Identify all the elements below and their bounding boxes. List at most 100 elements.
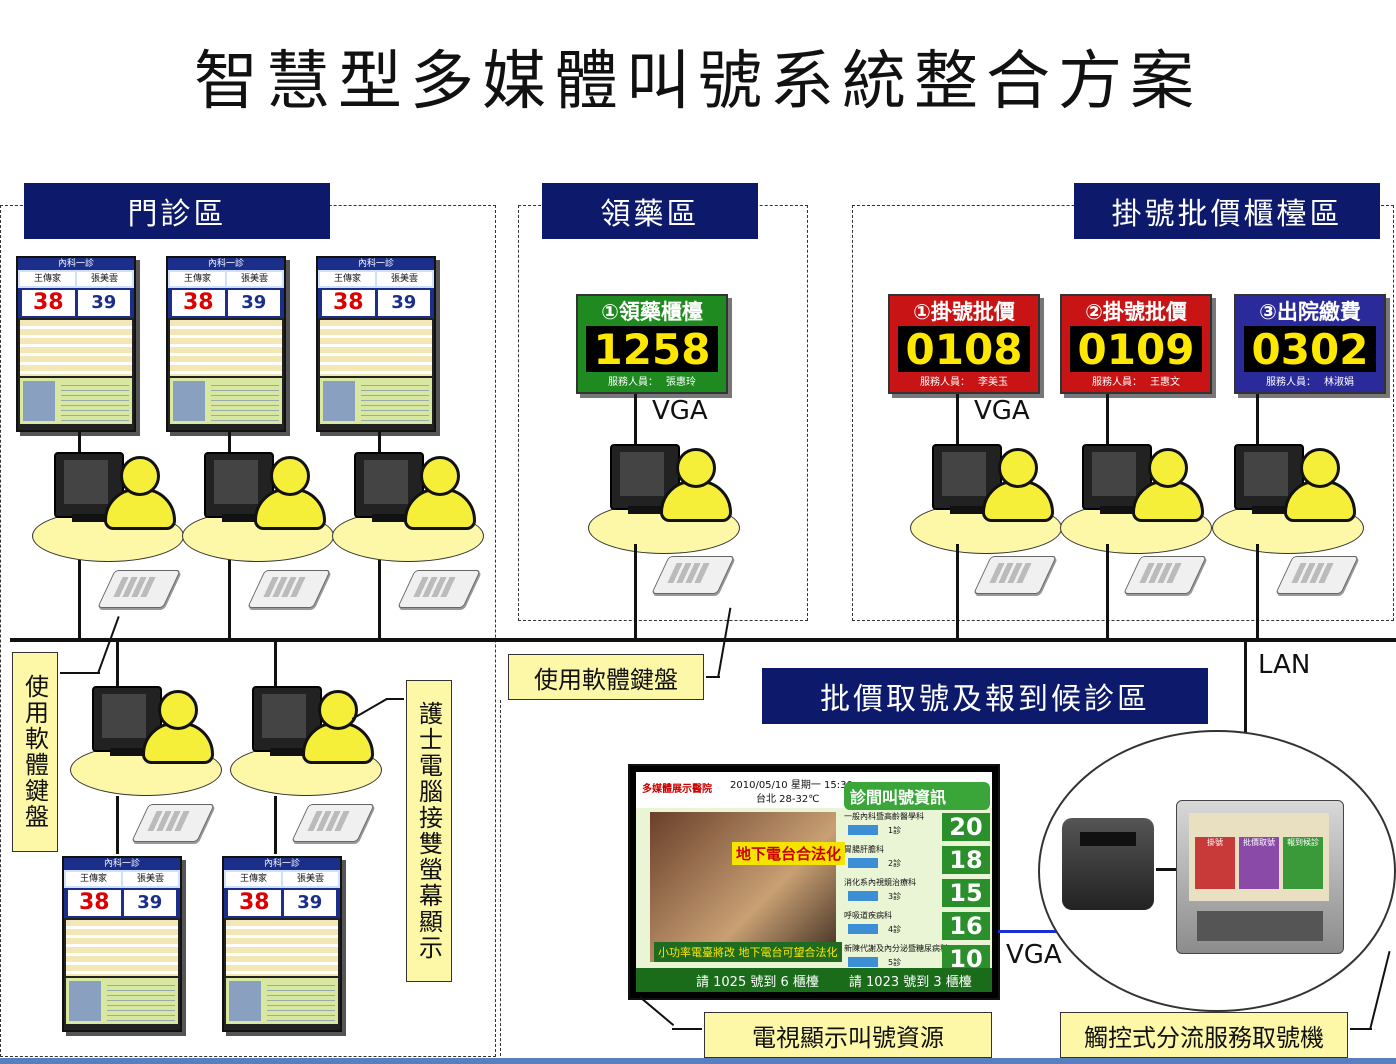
staff-name: 林淑娟 — [1324, 376, 1354, 388]
lan-drop-kiosk — [1244, 640, 1247, 758]
counter-title: ①領藥櫃檯 — [601, 300, 703, 324]
footer-strip — [0, 1058, 1396, 1064]
tv-weather: 台北 28-32℃ — [756, 794, 820, 805]
counter-number: 0302 — [1244, 325, 1376, 374]
call-ticker: 請 1025 號到 6 櫃檯 請 1023 號到 3 櫃檯 — [636, 968, 992, 992]
room-badge — [848, 825, 878, 835]
waiting-zone-label: 批價取號及報到候診區 — [762, 668, 1208, 724]
nurse-name: 張美雲 — [283, 872, 338, 886]
pharmacy-drop — [634, 544, 637, 640]
kiosk-label: 觸控式分流服務取號機 — [1060, 1012, 1348, 1058]
room-label: 3診 — [888, 892, 902, 901]
queue-number: 18 — [942, 846, 990, 874]
registration-counter-1: ①掛號批價 0108 服務人員：李美玉 — [888, 294, 1040, 394]
tv-source-label: 電視顯示叫號資源 — [704, 1012, 992, 1058]
nurse-link-2 — [274, 796, 277, 854]
doctor-info — [107, 981, 175, 1021]
next-number: 39 — [77, 290, 130, 316]
waiting-zone-outline — [500, 700, 501, 1056]
video-bar: 小功率電臺將改 地下電台可望合法化 — [654, 942, 842, 962]
staff-label: 服務人員： — [1266, 376, 1316, 388]
schedule-table — [226, 920, 338, 976]
callout-line — [1369, 950, 1391, 1029]
doctor-photo — [23, 381, 55, 421]
clinic-drop-1 — [78, 550, 81, 640]
callout-line — [60, 672, 100, 674]
current-number: 38 — [68, 890, 121, 916]
kiosk-tile-2: 批價取號 — [1239, 837, 1279, 889]
current-number: 38 — [322, 290, 375, 316]
counter-number: 1258 — [586, 325, 718, 374]
monitor-icon — [1082, 444, 1152, 510]
room-label: 4診 — [888, 925, 902, 934]
display-header: 內科一診 — [18, 258, 134, 270]
room-badge — [848, 924, 878, 934]
counter-number: 0108 — [898, 325, 1030, 374]
pharmacy-workstation — [588, 444, 740, 554]
clinic-drop-2 — [228, 550, 231, 640]
next-number: 39 — [123, 890, 176, 916]
lan-label: LAN — [1258, 650, 1311, 680]
callout-line — [706, 676, 720, 678]
staff-name: 李美玉 — [978, 376, 1008, 388]
counter-title: ②掛號批價 — [1085, 300, 1187, 324]
nurse-workstation-1 — [70, 686, 222, 796]
registration-workstation-1 — [910, 444, 1062, 554]
nurse-workstation-2 — [230, 686, 382, 796]
pharmacy-zone-label: 領藥區 — [542, 183, 758, 239]
current-number: 38 — [228, 890, 281, 916]
queue-number: 16 — [942, 912, 990, 940]
schedule-table — [20, 320, 132, 376]
room-badge — [848, 957, 878, 967]
dept-name: 一般內科暨高齡醫學科 — [844, 812, 924, 821]
clinic-workstation-3 — [332, 452, 484, 562]
monitor-icon — [932, 444, 1002, 510]
staff-label: 服務人員： — [608, 376, 658, 388]
nurse-drop-2 — [274, 640, 277, 686]
nurse-name: 張美雲 — [77, 272, 132, 286]
schedule-table — [170, 320, 282, 376]
callout-line — [672, 1028, 702, 1030]
nurse-link-1 — [116, 796, 119, 854]
ticker-left: 請 1025 號到 6 櫃檯 — [696, 974, 819, 990]
staff-name: 張惠玲 — [666, 376, 696, 388]
display-header: 內科一診 — [224, 858, 340, 870]
hospital-name: 多媒體展示醫院 — [642, 784, 712, 795]
vga-label-registration: VGA — [974, 396, 1030, 426]
pharmacy-vga-link — [634, 394, 637, 444]
next-number: 39 — [377, 290, 430, 316]
registration-workstation-3 — [1212, 444, 1364, 554]
room-label: 2診 — [888, 859, 902, 868]
queue-number: 20 — [942, 813, 990, 841]
nurse-dual-screen-label: 護士電腦接雙螢幕顯示 — [406, 680, 452, 982]
room-badge — [848, 891, 878, 901]
next-number: 39 — [227, 290, 280, 316]
nurse-name: 張美雲 — [227, 272, 282, 286]
registration-drop-1 — [956, 544, 959, 640]
registration-workstation-2 — [1060, 444, 1212, 554]
doctor-name: 王傳家 — [320, 272, 375, 286]
staff-label: 服務人員： — [1092, 376, 1142, 388]
clinic-drop-3 — [378, 550, 381, 640]
news-video — [650, 812, 836, 962]
registration-vga-link-1 — [956, 394, 959, 444]
counter-number: 0109 — [1070, 325, 1202, 374]
callout-line — [1350, 1028, 1372, 1030]
monitor-icon — [1234, 444, 1304, 510]
monitor-icon — [54, 452, 124, 518]
doctor-name: 王傳家 — [170, 272, 225, 286]
clinic-link-2 — [228, 432, 231, 452]
ticker-right: 請 1023 號到 3 櫃檯 — [848, 974, 972, 990]
dept-name: 胃腸肝膽科 — [844, 845, 884, 854]
registration-counter-2: ②掛號批價 0109 服務人員：王惠文 — [1060, 294, 1212, 394]
display-header: 內科一診 — [168, 258, 284, 270]
callout-line — [639, 996, 675, 1026]
video-caption: 地下電台合法化 — [732, 842, 846, 865]
